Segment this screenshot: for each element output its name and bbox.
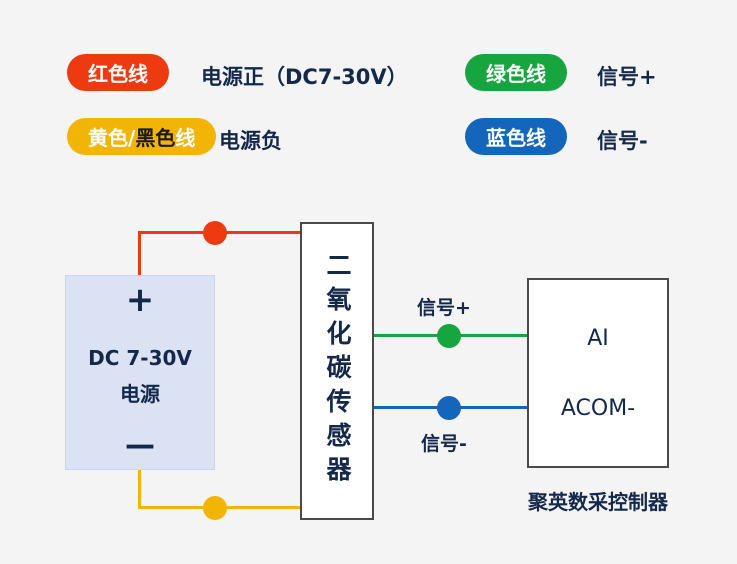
- wire-green-junction-dot: [437, 324, 461, 348]
- legend-green-wire-desc: 信号+: [597, 65, 657, 89]
- power-plus-terminal: +: [125, 280, 155, 320]
- legend-yellow-wire-desc: 电源负: [219, 129, 282, 153]
- legend-blue-wire-pill: 蓝色线: [465, 118, 567, 155]
- legend-blue-wire-desc: 信号-: [597, 129, 648, 153]
- co2-sensor-label: 二氧化碳传感器: [323, 252, 352, 490]
- legend-black-part: 黑色: [135, 126, 176, 150]
- co2-sensor-box: 二氧化碳传感器: [300, 222, 374, 520]
- legend-red-wire-desc: 电源正（DC7-30V）: [201, 65, 408, 89]
- legend-wire-suffix: 线: [175, 126, 196, 150]
- wire-blue-junction-dot: [437, 396, 461, 420]
- wire-yellow-junction-dot: [203, 496, 227, 520]
- power-name-label: 电源: [120, 382, 160, 406]
- legend-yellow-black-wire-pill: 黄色/黑色线: [67, 118, 217, 155]
- power-supply-box: + DC 7-30V 电源 —: [65, 275, 215, 470]
- power-voltage-label: DC 7-30V: [88, 346, 192, 370]
- wire-red-junction-dot: [203, 221, 227, 245]
- controller-terminal-acom: ACOM-: [560, 396, 636, 421]
- power-minus-terminal: —: [125, 428, 155, 463]
- controller-box: AI ACOM-: [527, 278, 669, 468]
- signal-plus-label: 信号+: [417, 297, 471, 319]
- controller-terminal-ai: AI: [587, 326, 609, 351]
- legend-yellow-part: 黄色/: [88, 126, 136, 150]
- legend-red-wire-pill: 红色线: [67, 54, 169, 91]
- legend-green-wire-pill: 绿色线: [465, 54, 567, 91]
- signal-minus-label: 信号-: [421, 433, 467, 455]
- wire-red-vertical: [138, 231, 141, 276]
- wire-yellow-vertical: [138, 470, 141, 509]
- controller-caption: 聚英数采控制器: [528, 490, 668, 514]
